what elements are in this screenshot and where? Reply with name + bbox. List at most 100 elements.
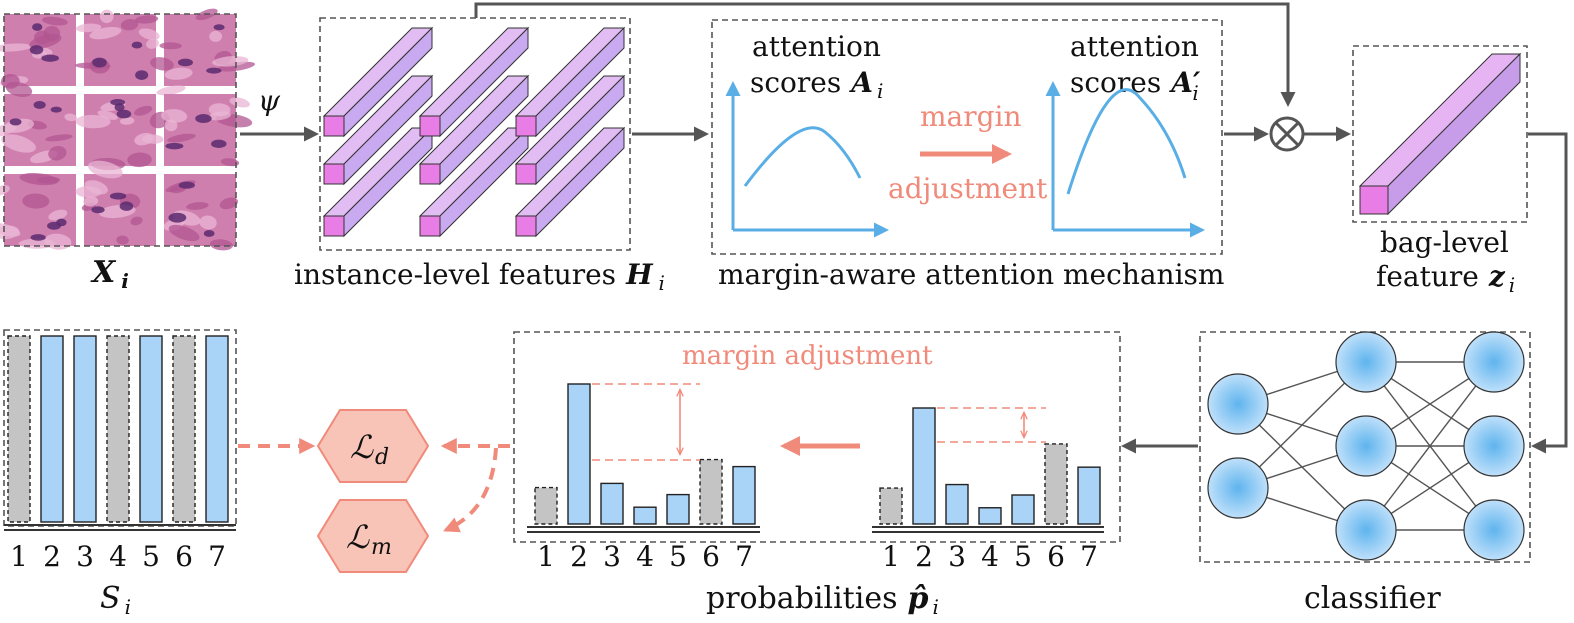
lm-hexagon xyxy=(316,499,430,573)
tick-label: 6 xyxy=(1047,540,1065,573)
feature-cuboid xyxy=(514,74,626,186)
tick-label: 5 xyxy=(669,540,687,573)
bar-1 xyxy=(534,486,558,525)
tick-label: 7 xyxy=(735,540,753,573)
bar-7 xyxy=(205,335,229,523)
bar-5 xyxy=(139,335,163,523)
bag-feature-frame xyxy=(1352,45,1528,223)
tick-label: 1 xyxy=(882,540,900,573)
tick-label: 4 xyxy=(109,540,127,573)
tissue-patch xyxy=(163,174,239,251)
tissue-patch xyxy=(0,81,77,166)
tick-label: 3 xyxy=(76,540,94,573)
tick-label: 4 xyxy=(981,540,999,573)
nn-node xyxy=(1463,415,1525,477)
patch-grid-frame xyxy=(3,13,237,247)
tissue-patch xyxy=(74,9,160,86)
bag-label-line1: bag-level xyxy=(1380,226,1509,259)
nn-node xyxy=(1463,499,1525,561)
tissue-patch xyxy=(75,94,164,171)
instance-feature-cuboids xyxy=(322,26,626,238)
skip-connection-arrow xyxy=(474,2,1296,107)
probabilities-frame xyxy=(513,331,1121,543)
tick-label: 3 xyxy=(948,540,966,573)
bar-6 xyxy=(699,458,723,525)
bar-1 xyxy=(7,335,31,523)
lm-label: ℒm xyxy=(346,518,392,560)
tick-label: 7 xyxy=(1080,540,1098,573)
bag-cuboid-top xyxy=(1358,53,1522,187)
bar-2 xyxy=(567,383,591,525)
feature-cuboid xyxy=(418,74,530,186)
tissue-patch xyxy=(0,173,76,250)
nn-node xyxy=(1335,331,1397,393)
feature-cuboid xyxy=(322,74,434,186)
feature-cuboid xyxy=(514,126,626,238)
attention-mechanism-frame xyxy=(711,19,1223,255)
left-attention-curve xyxy=(743,126,862,187)
feature-cuboid xyxy=(514,26,626,138)
nn-node xyxy=(1463,331,1525,393)
margin-label: margin xyxy=(920,100,1022,133)
bag-to-classifier-arrow xyxy=(1528,132,1568,454)
attention-right-line1: attention xyxy=(1070,30,1199,63)
product-cross-b xyxy=(1274,121,1300,147)
nn-node xyxy=(1207,457,1269,519)
nn-edge xyxy=(1365,361,1495,531)
tissue-patch xyxy=(150,8,256,96)
bar-4 xyxy=(633,506,657,525)
tick-label: 2 xyxy=(570,540,588,573)
bar-1 xyxy=(879,487,903,525)
classifier-network xyxy=(1207,331,1525,561)
bag-cuboid-front xyxy=(1359,185,1389,215)
bar-2 xyxy=(40,335,64,523)
ld-hexagon xyxy=(316,409,430,483)
tick-label: 2 xyxy=(43,540,61,573)
nn-node xyxy=(1207,373,1269,435)
tick-label: 3 xyxy=(603,540,621,573)
tick-label: 2 xyxy=(915,540,933,573)
bar-5 xyxy=(1011,494,1035,525)
feature-cuboid xyxy=(418,26,530,138)
tick-label: 7 xyxy=(208,540,226,573)
bar-7 xyxy=(732,465,756,525)
tissue-patch-grid xyxy=(0,8,256,251)
attention-left-line1: attention xyxy=(752,30,881,63)
feature-cuboid xyxy=(322,26,434,138)
bar-6 xyxy=(1044,443,1068,525)
tick-label: 6 xyxy=(175,540,193,573)
bar-7 xyxy=(1077,466,1101,525)
bar-6 xyxy=(172,335,196,523)
bar-5 xyxy=(666,493,690,525)
bar-4 xyxy=(106,335,130,523)
tick-label: 6 xyxy=(702,540,720,573)
margin-adjustment-label: margin adjustment xyxy=(682,341,933,371)
nn-node xyxy=(1335,499,1397,561)
tissue-patch xyxy=(75,160,156,246)
classifier-label: classifier xyxy=(1304,581,1441,616)
right-attention-curve xyxy=(1066,88,1187,195)
bar-4 xyxy=(978,507,1002,525)
psi-label: ψ xyxy=(258,84,281,117)
tick-label: 1 xyxy=(10,540,28,573)
bar-2 xyxy=(912,407,936,525)
tissue-patch xyxy=(0,14,76,89)
adjustment-label: adjustment xyxy=(888,172,1048,205)
tick-label: 4 xyxy=(636,540,654,573)
nn-node xyxy=(1335,415,1397,477)
bar-3 xyxy=(73,335,97,523)
bar-3 xyxy=(600,482,624,525)
mechanism-label: margin-aware attention mechanism xyxy=(718,258,1224,291)
tick-label: 5 xyxy=(142,540,160,573)
tissue-patch xyxy=(149,94,253,167)
